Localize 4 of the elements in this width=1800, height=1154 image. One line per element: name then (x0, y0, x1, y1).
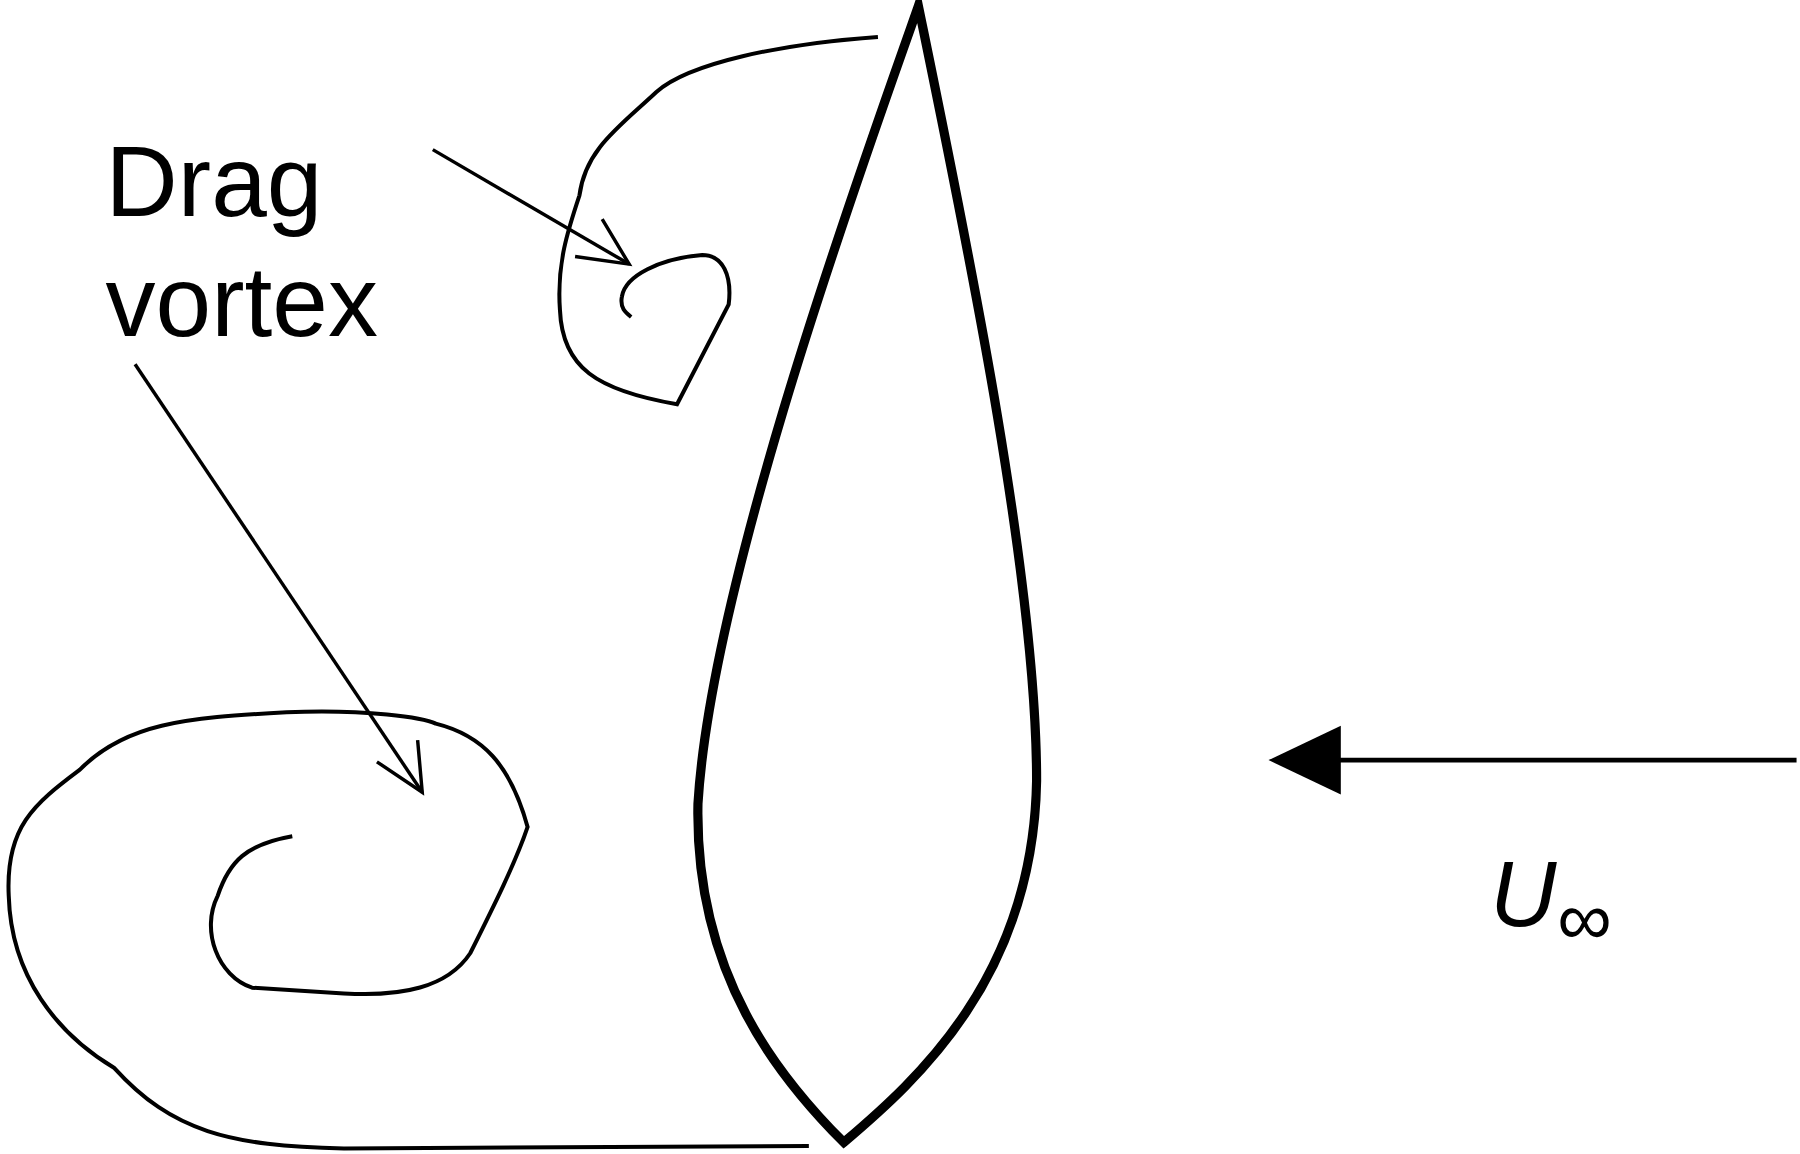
velocity-label: U$_{∞}$ (1490, 843, 1612, 962)
leader-arrow (431, 148, 631, 266)
callout-label: Drag vortex (105, 123, 379, 359)
leader-arrow (133, 363, 424, 794)
